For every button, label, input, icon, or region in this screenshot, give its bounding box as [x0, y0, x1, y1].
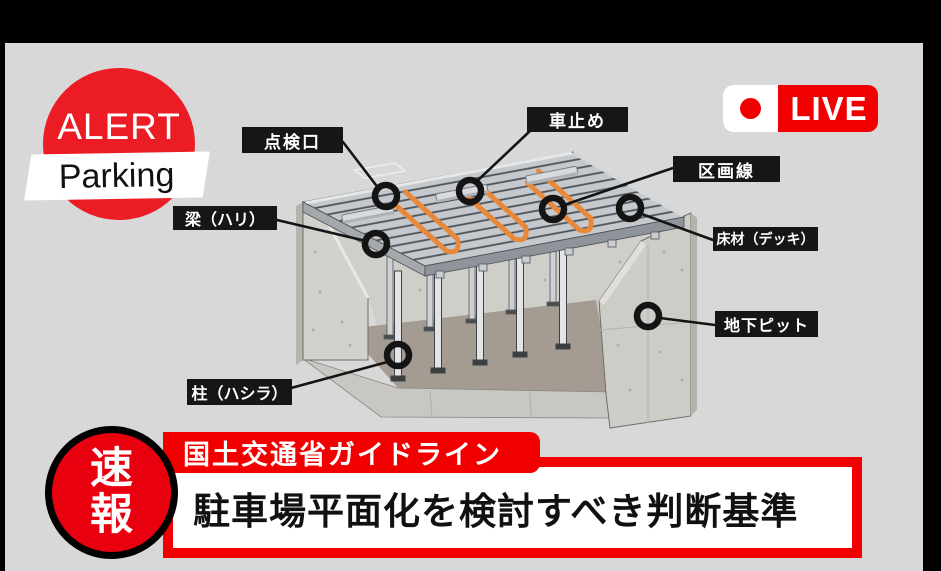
- label-lane-marking: 区画線: [673, 156, 780, 182]
- headline-text: 駐車場平面化を検討すべき判断基準: [193, 490, 799, 532]
- breaking-char-2: 報: [90, 490, 133, 539]
- parking-label: Parking: [58, 155, 176, 196]
- label-wheel-stop: 車止め: [527, 107, 628, 132]
- live-label: LIVE: [790, 89, 868, 127]
- breaking-news-circle-badge: 速 報: [45, 426, 178, 559]
- tag-banner: 国土交通省ガイドライン: [163, 432, 540, 473]
- label-column: 柱（ハシラ）: [187, 379, 292, 405]
- label-beam: 梁（ハリ）: [173, 206, 277, 230]
- record-dot-icon: [740, 98, 761, 119]
- parking-banner: Parking: [24, 151, 210, 201]
- label-deck-material: 床材（デッキ）: [713, 227, 818, 251]
- tag-text: 国土交通省ガイドライン: [183, 440, 502, 470]
- live-badge: LIVE: [723, 85, 878, 132]
- label-underground-pit: 地下ピット: [715, 311, 818, 337]
- label-inspection-hatch: 点検口: [242, 127, 343, 153]
- breaking-char-1: 速: [90, 444, 133, 493]
- alert-label: ALERT: [57, 106, 181, 147]
